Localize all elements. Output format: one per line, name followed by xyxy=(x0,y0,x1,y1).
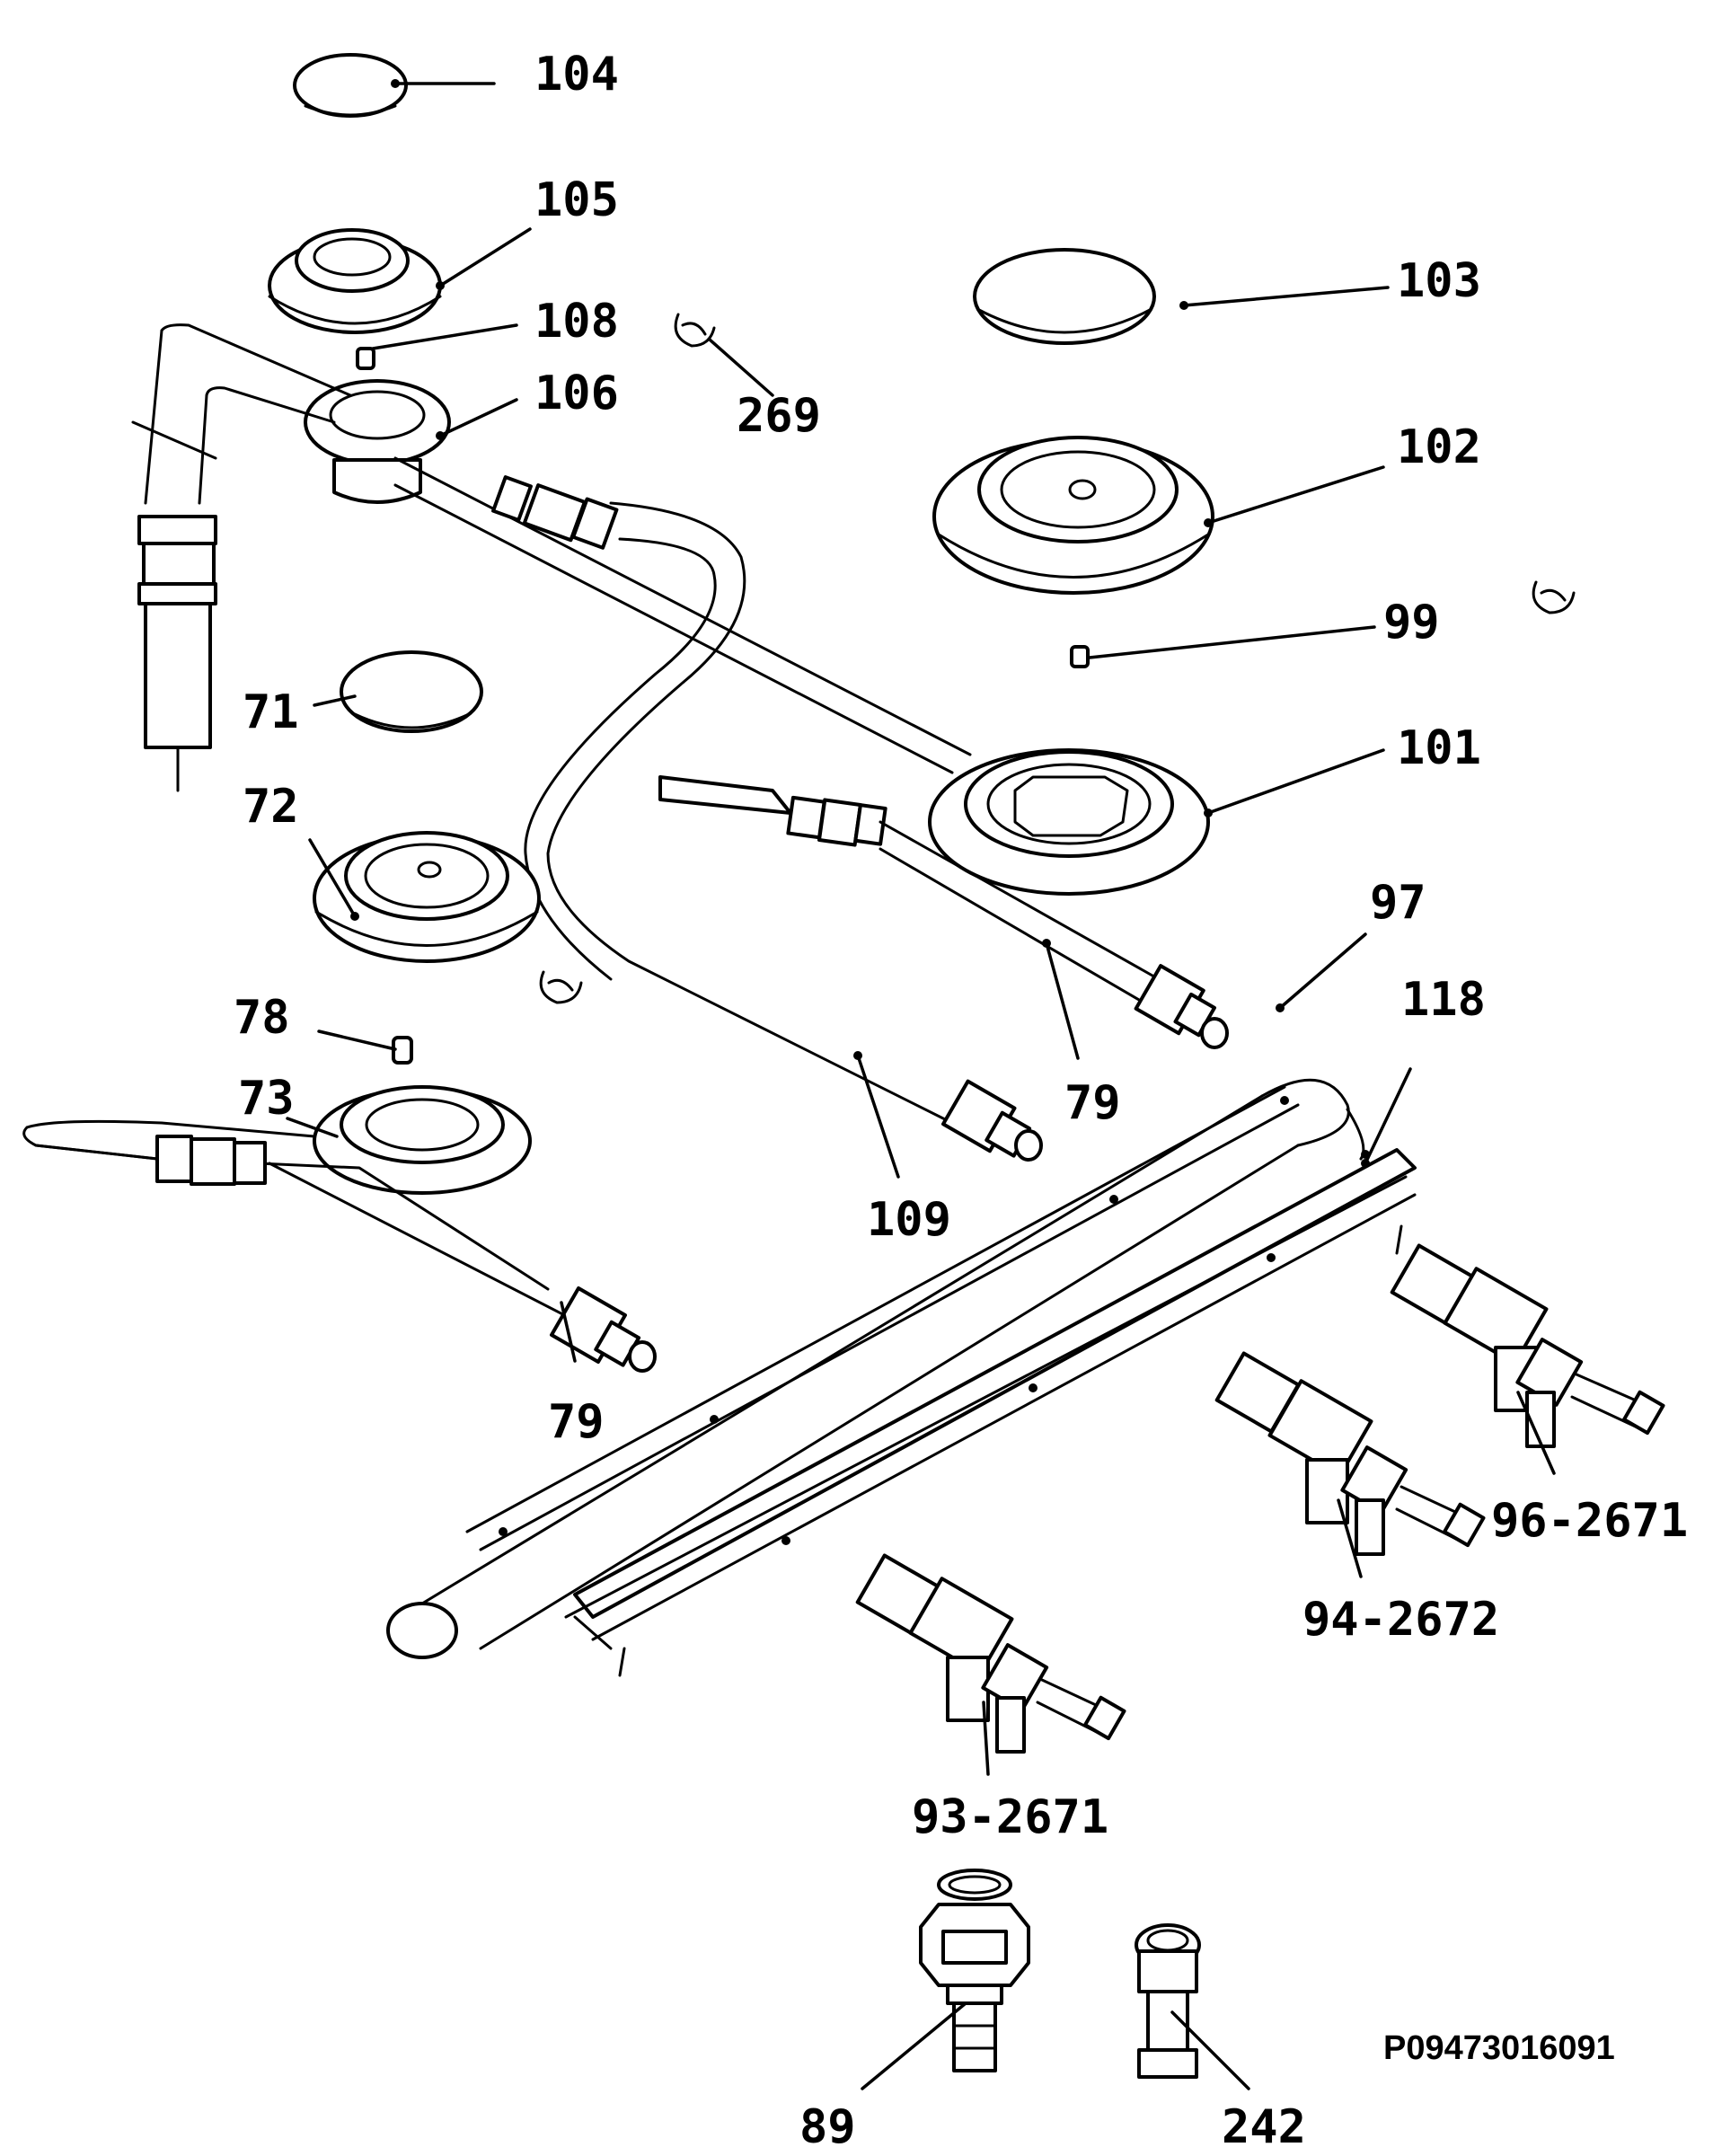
gas-tube-lower-left xyxy=(22,1119,657,1373)
callout-78: 78 xyxy=(234,991,290,1045)
gas-tube-upper xyxy=(393,456,972,1125)
fitting-242 xyxy=(1135,1923,1201,2079)
leader-lines xyxy=(286,79,1556,2090)
gas-tap-94-2672 xyxy=(1214,1351,1486,1556)
burner-base-101 xyxy=(928,748,1210,896)
callout-97: 97 xyxy=(1370,876,1426,930)
burner-cap-71 xyxy=(340,650,483,733)
clip-left xyxy=(539,970,583,1004)
callout-94-2672: 94-2672 xyxy=(1302,1593,1499,1647)
callout-102: 102 xyxy=(1397,420,1481,474)
callout-71: 71 xyxy=(243,685,299,739)
gas-tap-96-2671 xyxy=(1390,1243,1665,1448)
callout-93-2671: 93-2671 xyxy=(912,1790,1108,1844)
diagram-code: P09473016091 xyxy=(1383,2029,1615,2067)
gas-tube-109 xyxy=(941,1079,1043,1162)
clip-right xyxy=(1532,580,1576,614)
gas-tube-middle xyxy=(658,775,1229,1049)
callout-72: 72 xyxy=(243,780,299,834)
callout-96-2671: 96-2671 xyxy=(1491,1494,1688,1548)
callout-79-right: 79 xyxy=(1064,1076,1121,1130)
clip-269 xyxy=(674,313,716,348)
fitting-89 xyxy=(919,1869,1030,2072)
burner-head-72 xyxy=(313,831,541,963)
support-bracket xyxy=(564,1148,1417,1677)
burner-head-102 xyxy=(932,436,1214,595)
callout-101: 101 xyxy=(1397,721,1481,775)
vertical-gas-pipe xyxy=(131,323,352,792)
callout-99: 99 xyxy=(1383,596,1440,649)
callout-89: 89 xyxy=(799,2100,856,2154)
gas-tap-93-2671 xyxy=(855,1553,1126,1754)
callout-118: 118 xyxy=(1401,973,1486,1027)
burner-head-105 xyxy=(268,228,442,334)
callout-103: 103 xyxy=(1397,254,1481,308)
callout-269: 269 xyxy=(737,389,821,443)
callout-105: 105 xyxy=(534,173,619,227)
injector-108 xyxy=(356,347,375,370)
burner-cap-104 xyxy=(293,53,408,118)
callout-109: 109 xyxy=(867,1193,951,1247)
callout-106: 106 xyxy=(534,367,619,420)
screw-99 xyxy=(1070,645,1090,668)
callout-104: 104 xyxy=(534,48,619,102)
callout-108: 108 xyxy=(534,295,619,349)
callout-79-left: 79 xyxy=(548,1395,605,1449)
burner-base-106 xyxy=(304,379,451,504)
burner-cap-103 xyxy=(973,248,1156,345)
callout-labels: 104 105 108 106 269 103 102 99 101 71 72… xyxy=(234,48,1688,2154)
callout-242: 242 xyxy=(1222,2100,1306,2154)
gas-manifold-rail xyxy=(386,1078,1365,1659)
callout-73: 73 xyxy=(238,1072,295,1126)
burner-base-73 xyxy=(313,1085,532,1195)
